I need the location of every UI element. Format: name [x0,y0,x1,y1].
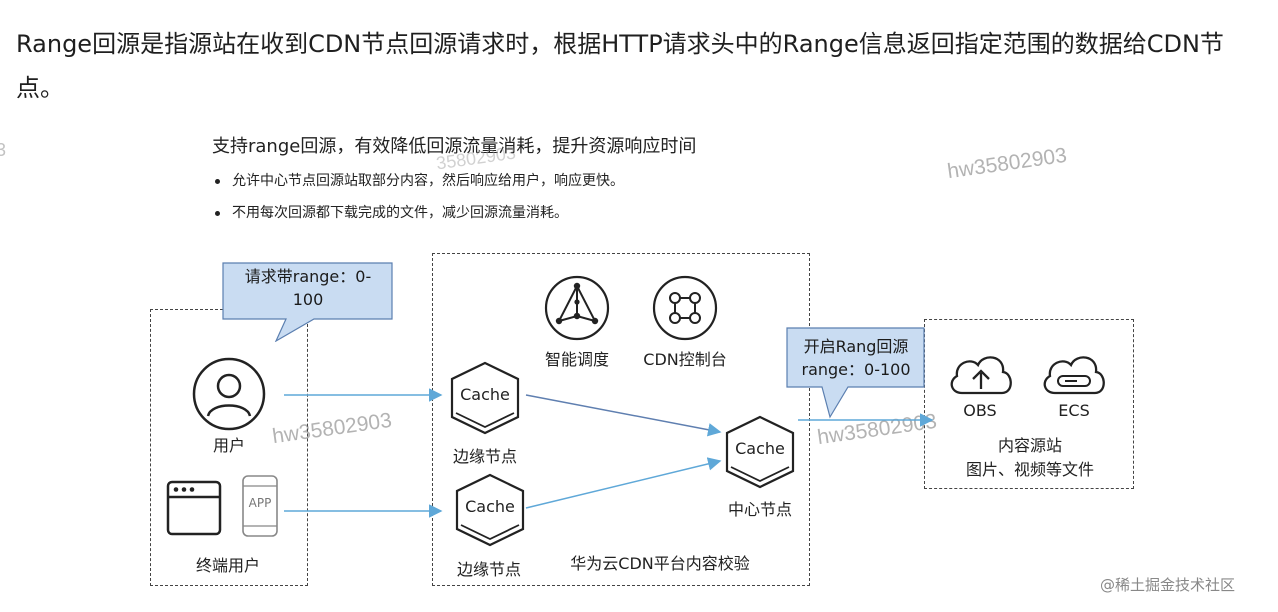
edge-cache-node: Cache [446,361,524,435]
edge-node-label: 边缘节点 [452,447,517,466]
edge-cache-node: Cache [451,473,529,547]
obs-cloud-upload-icon [950,356,1012,395]
smart-schedule-icon [544,275,610,341]
benefit-bullet: 允许中心节点回源站取部分内容，然后响应给用户，响应更快。 [212,170,624,202]
edge-node-label: 边缘节点 [456,560,521,579]
origin-files-label: 图片、视频等文件 [965,460,1094,479]
cache-text: Cache [465,497,515,516]
request-range-line2: 100 [292,290,324,309]
cache-text: Cache [460,385,510,404]
intro-paragraph: Range回源是指源站在收到CDN节点回源请求时，根据HTTP请求头中的Rang… [16,30,1224,102]
origin-range-callout: 开启Rang回源 range：0-100 [786,327,926,419]
cdn-console-icon [652,275,718,341]
user-label: 用户 [212,436,245,455]
ecs-label: ECS [1058,401,1090,420]
request-range-line1: 请求带range：0- [244,267,372,286]
app-text: APP [248,496,272,510]
browser-window-icon [166,480,222,536]
footer-watermark: @稀土掘金技术社区 [1100,576,1236,594]
smart-schedule-label: 智能调度 [544,350,609,369]
origin-site-label: 内容源站 [997,436,1062,455]
edge-to-center-arrow [525,457,722,509]
obs-label: OBS [963,401,997,420]
user-icon [192,357,266,431]
edge-to-center-arrow [525,394,722,437]
phone-app-icon: APP [241,474,279,538]
cdn-console-label: CDN控制台 [643,350,727,369]
ecs-cloud-server-icon [1043,356,1105,395]
platform-label: 华为云CDN平台内容校验 [570,554,750,573]
benefit-bullet: 不用每次回源都下载完成的文件，减少回源流量消耗。 [212,202,624,234]
watermark: 3 [0,140,7,160]
request-range-callout: 请求带range：0- 100 [222,262,394,342]
origin-zone [924,319,1134,489]
origin-range-line2: range：0-100 [801,360,911,379]
center-node-label: 中心节点 [727,500,792,519]
center-cache-node: Cache [721,415,799,489]
benefit-title: 支持range回源，有效降低回源流量消耗，提升资源响应时间 [212,136,697,157]
benefit-list: 允许中心节点回源站取部分内容，然后响应给用户，响应更快。 不用每次回源都下载完成… [212,170,624,234]
origin-range-line1: 开启Rang回源 [803,337,909,356]
terminal-user-label: 终端用户 [195,556,260,575]
cache-text: Cache [735,439,785,458]
